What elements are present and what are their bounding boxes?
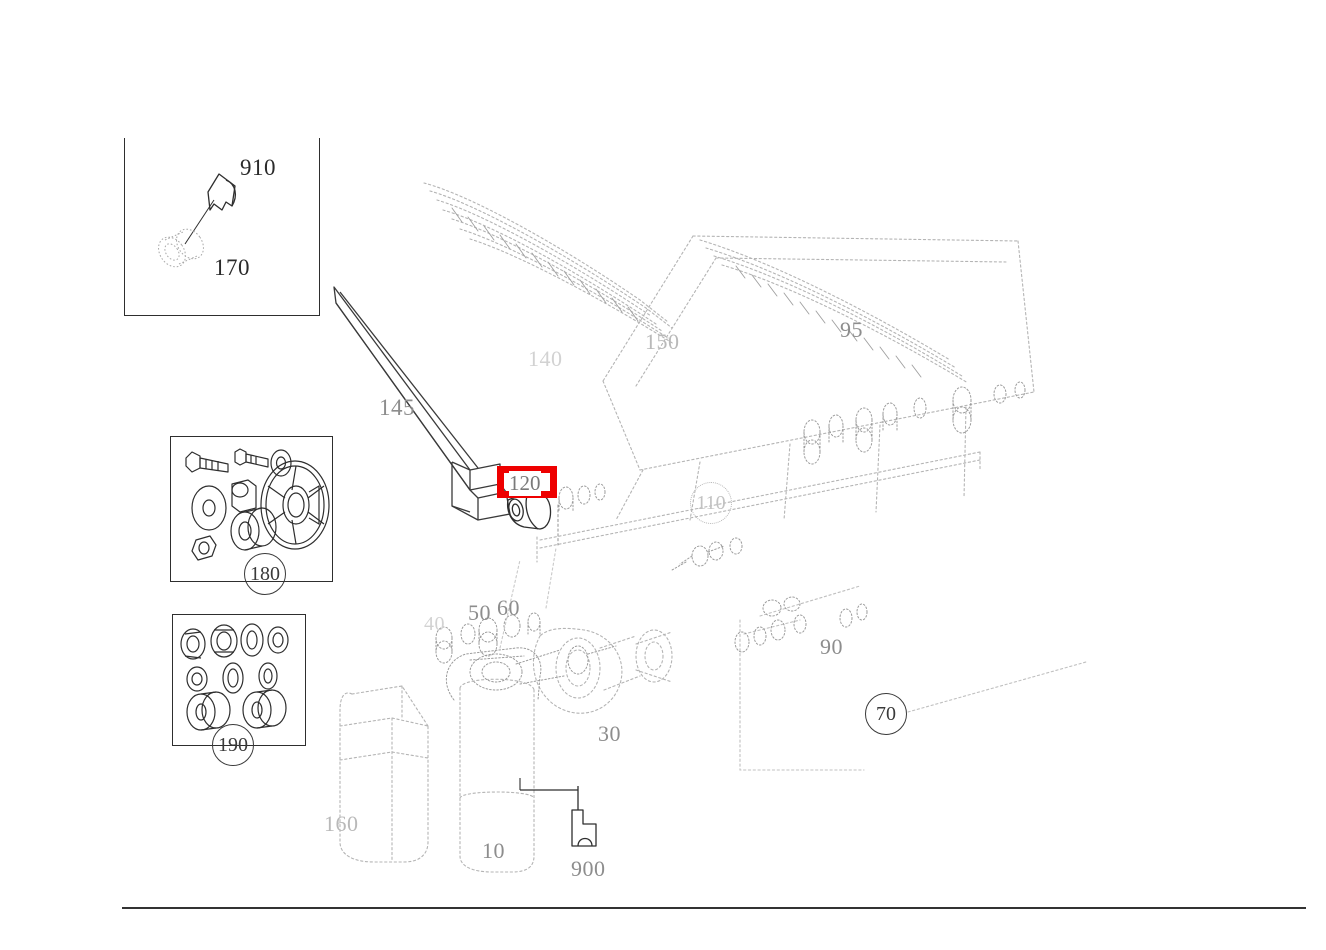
circled-callout-110: 110 (690, 482, 732, 524)
callout-40: 40 (424, 613, 445, 635)
footer-divider (122, 907, 1306, 909)
callout-170: 170 (214, 255, 250, 280)
callout-145: 145 (379, 395, 415, 420)
circled-callout-70: 70 (865, 693, 907, 735)
callout-150: 150 (645, 329, 680, 354)
callout-120: 120 (509, 471, 541, 496)
circled-callout-190: 190 (212, 724, 254, 766)
callout-140: 140 (528, 346, 563, 371)
inset-panel-top-left (124, 138, 320, 316)
callout-60: 60 (497, 595, 520, 620)
callout-95: 95 (840, 317, 863, 342)
callout-900: 900 (571, 856, 606, 881)
callout-50: 50 (468, 600, 491, 625)
circled-callout-180: 180 (244, 553, 286, 595)
callout-910: 910 (240, 155, 276, 180)
callout-90: 90 (820, 634, 843, 659)
callout-30: 30 (598, 721, 621, 746)
callout-160: 160 (324, 811, 359, 836)
callout-10: 10 (482, 838, 505, 863)
